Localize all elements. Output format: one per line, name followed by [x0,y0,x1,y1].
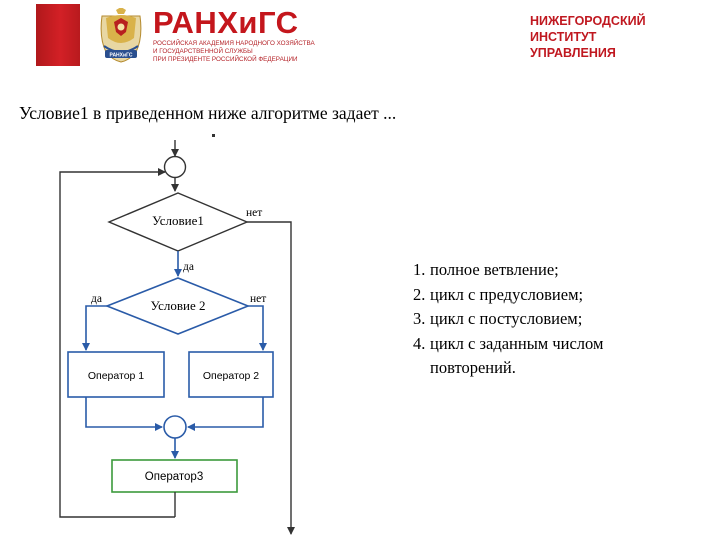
question-text: Условие1 в приведенном ниже алгоритме за… [19,103,397,123]
answer-option: 3.цикл с постусловием; [413,307,603,332]
answer-option: 1.полное ветвление; [413,258,603,283]
brand-subtitle-line: Российская академия народного хозяйства [153,40,315,47]
stray-mark [212,134,215,137]
answer-option: 4.цикл с заданным числом [413,332,603,357]
answer-text: полное ветвление; [430,260,559,279]
condition2-label: Условие 2 [150,298,205,313]
condition2-no-label: нет [250,293,266,305]
answer-text: цикл с предусловием; [430,284,584,304]
operator1-merge-line [85,397,163,431]
operator1-label: Оператор 1 [88,370,144,382]
operator3-label: Оператор3 [145,471,203,483]
brand-subtitle: Российская академия народного хозяйства … [153,40,315,64]
institute-name: НИЖЕГОРОДСКИЙ ИНСТИТУТ УПРАВЛЕНИЯ [530,13,710,61]
operator1-box [67,351,165,398]
answer-option: 2.цикл с предусловием; [413,283,603,308]
brand-subtitle-line: при президенте российской федерации [153,56,298,63]
institute-line: НИЖЕГОРОДСКИЙ [530,14,646,28]
answer-text: цикл с постусловием; [430,309,583,328]
operator3-box [111,459,238,493]
top-connector-circle [163,155,187,179]
condition2-yes-label: да [91,293,102,305]
answer-text: цикл с заданным числом [430,333,604,353]
operator2-box [188,351,274,398]
condition1-yes-label: да [183,261,194,273]
condition2-yes-line [82,305,107,351]
merge-connector-circle [163,415,187,439]
loop-back-line [59,168,175,518]
condition1-no-line [247,221,295,535]
answer-text: повторений. [430,358,516,377]
condition2-no-line [248,305,267,351]
brand-subtitle-line: и государственной службы [153,48,253,55]
answer-number: 3. [413,309,426,328]
red-accent-block [36,4,80,66]
answer-options: 1.полное ветвление; 2.цикл с предусловие… [413,258,603,381]
condition1-label: Условие1 [152,213,204,228]
answer-number: 2. [413,284,426,304]
answer-number: 4. [413,333,426,353]
brand-name: РАНХиГС [153,5,299,40]
ranepa-emblem-icon: РАНХиГС [100,8,142,63]
institute-line: ИНСТИТУТ [530,30,597,44]
condition1-no-label: нет [246,207,262,219]
answer-option-continuation: повторений. [413,356,603,381]
operator2-merge-line [187,397,264,431]
emblem-ribbon-text: РАНХиГС [110,53,133,59]
institute-line: УПРАВЛЕНИЯ [530,46,616,60]
operator2-label: Оператор 2 [203,370,259,382]
answer-number: 1. [413,260,426,279]
condition2-diamond [104,277,251,335]
